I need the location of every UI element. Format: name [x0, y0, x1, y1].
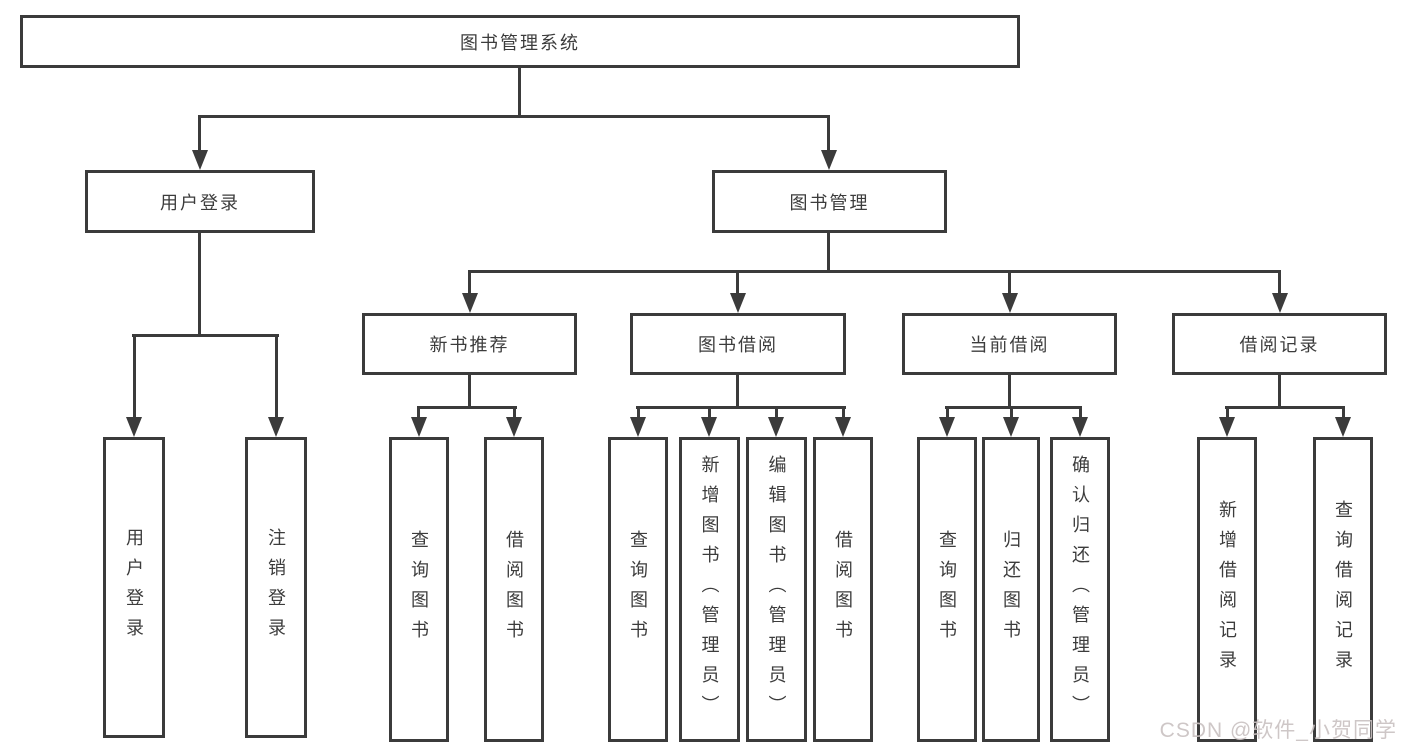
arrow-down-icon — [192, 150, 208, 170]
connector-records-stub — [1278, 375, 1281, 409]
connector-stem — [1079, 409, 1082, 417]
leaf-confirm-return-admin: 确认归还（管理员） — [1050, 437, 1110, 742]
connector-borrowing-rail — [636, 406, 846, 409]
arrow-down-icon — [506, 417, 522, 437]
connector-stem — [133, 337, 136, 417]
arrow-down-icon — [821, 150, 837, 170]
arrow-down-icon — [462, 293, 478, 313]
arrow-down-icon — [835, 417, 851, 437]
connector-root-stub — [518, 68, 521, 118]
connector-recommend-stub — [468, 375, 471, 409]
arrow-down-icon — [411, 417, 427, 437]
arrow-down-icon — [1072, 417, 1088, 437]
connector-stem — [275, 337, 278, 417]
connector-stem — [1278, 273, 1281, 293]
node-book-management: 图书管理 — [712, 170, 947, 233]
leaf-borrow-books-borrowing: 借阅图书 — [813, 437, 873, 742]
node-borrowing-records: 借阅记录 — [1172, 313, 1387, 375]
node-book-borrowing: 图书借阅 — [630, 313, 846, 375]
leaf-query-borrow-record: 查询借阅记录 — [1313, 437, 1373, 742]
connector-stem — [946, 409, 949, 417]
arrow-down-icon — [768, 417, 784, 437]
connector-stem — [1226, 409, 1229, 417]
connector-stem — [827, 118, 830, 152]
connector-stem — [775, 409, 778, 417]
connector-stem — [198, 118, 201, 152]
watermark: CSDN @软件_小贺同学 — [1159, 719, 1397, 742]
connector-stem — [842, 409, 845, 417]
leaf-query-books-recommend: 查询图书 — [389, 437, 449, 742]
connector-stem — [1008, 273, 1011, 293]
connector-book-mgmt-stub — [827, 233, 830, 273]
leaf-logout-login: 注销登录 — [245, 437, 307, 738]
connector-stem — [513, 409, 516, 417]
arrow-down-icon — [630, 417, 646, 437]
arrow-down-icon — [701, 417, 717, 437]
connector-stem — [417, 409, 420, 417]
arrow-down-icon — [268, 417, 284, 437]
arrow-down-icon — [1219, 417, 1235, 437]
leaf-user-login: 用户登录 — [103, 437, 165, 738]
arrow-down-icon — [730, 293, 746, 313]
connector-recommend-rail — [417, 406, 517, 409]
arrow-down-icon — [1003, 417, 1019, 437]
node-user-login: 用户登录 — [85, 170, 315, 233]
connector-current-stub — [1008, 375, 1011, 409]
connector-user-login-stub — [198, 233, 201, 337]
leaf-query-books-current: 查询图书 — [917, 437, 977, 742]
node-current-borrowing: 当前借阅 — [902, 313, 1117, 375]
connector-stem — [736, 273, 739, 293]
connector-stem — [468, 273, 471, 293]
arrow-down-icon — [1272, 293, 1288, 313]
arrow-down-icon — [1335, 417, 1351, 437]
leaf-return-books: 归还图书 — [982, 437, 1040, 742]
connector-level2-rail — [198, 115, 830, 118]
connector-stem — [1010, 409, 1013, 417]
arrow-down-icon — [1002, 293, 1018, 313]
connector-stem — [708, 409, 711, 417]
connector-records-rail — [1225, 406, 1345, 409]
leaf-add-books-admin: 新增图书（管理员） — [679, 437, 740, 742]
leaf-edit-books-admin: 编辑图书（管理员） — [746, 437, 807, 742]
connector-stem — [1342, 409, 1345, 417]
connector-current-rail — [945, 406, 1082, 409]
leaf-borrow-books-recommend: 借阅图书 — [484, 437, 544, 742]
connector-user-login-rail — [132, 334, 279, 337]
node-new-book-recommendation: 新书推荐 — [362, 313, 577, 375]
arrow-down-icon — [939, 417, 955, 437]
node-root-library-system: 图书管理系统 — [20, 15, 1020, 68]
leaf-query-books-borrowing: 查询图书 — [608, 437, 668, 742]
arrow-down-icon — [126, 417, 142, 437]
connector-borrowing-stub — [736, 375, 739, 409]
connector-stem — [637, 409, 640, 417]
leaf-add-borrow-record: 新增借阅记录 — [1197, 437, 1257, 742]
connector-level3-rail — [468, 270, 1281, 273]
